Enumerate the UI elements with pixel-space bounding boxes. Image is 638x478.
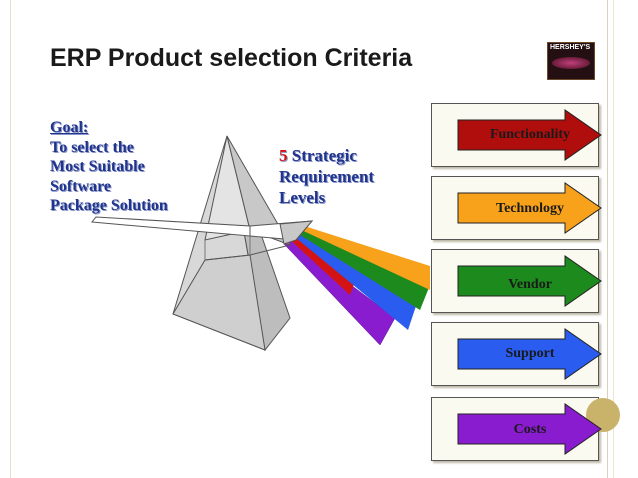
right-border-line xyxy=(607,0,608,478)
logo-swirl xyxy=(552,57,590,69)
slide-title: ERP Product selection Criteria xyxy=(50,44,413,72)
beam-blue xyxy=(290,230,418,330)
arrow-functionality xyxy=(457,109,602,161)
white-light-beam xyxy=(91,216,314,245)
goal-line-3: Software xyxy=(50,177,112,195)
strategic-number: 5 xyxy=(279,146,288,165)
criterion-label-support: Support xyxy=(505,346,555,361)
arrow-technology xyxy=(457,182,602,234)
logo-brand-text: HERSHEY'S xyxy=(550,44,591,51)
arrow-costs xyxy=(457,403,602,455)
left-border-line xyxy=(10,0,11,478)
hersheys-logo: HERSHEY'S xyxy=(547,42,595,80)
beam-red xyxy=(287,233,357,295)
criterion-label-costs: Costs xyxy=(513,422,547,437)
prism xyxy=(172,135,292,352)
goal-line-1: To select the xyxy=(50,138,134,156)
beam-green xyxy=(292,227,430,310)
right-border-line-outer xyxy=(613,0,614,478)
strategic-levels-text: 5 Strategic Requirement Levels xyxy=(279,145,374,208)
strategic-line-1: 5 Strategic xyxy=(279,145,374,166)
white-beam-tip xyxy=(279,220,314,245)
goal-line-4: Package Solution xyxy=(50,197,168,214)
strategic-word: Strategic xyxy=(291,146,357,165)
goal-text: Goal: To select the Most Suitable Softwa… xyxy=(50,118,168,216)
criterion-label-functionality: Functionality xyxy=(489,127,571,142)
light-beams xyxy=(283,224,430,346)
strategic-line-2: Requirement xyxy=(279,167,375,186)
criterion-label-technology: Technology xyxy=(496,201,564,216)
goal-heading: Goal: xyxy=(50,119,89,136)
beam-orange xyxy=(295,224,430,290)
arrow-support xyxy=(457,328,602,380)
criterion-label-vendor: Vendor xyxy=(508,277,552,292)
arrow-vendor xyxy=(457,255,602,307)
strategic-line-3: Levels xyxy=(279,188,326,207)
goal-line-2: Most Suitable xyxy=(50,158,145,175)
